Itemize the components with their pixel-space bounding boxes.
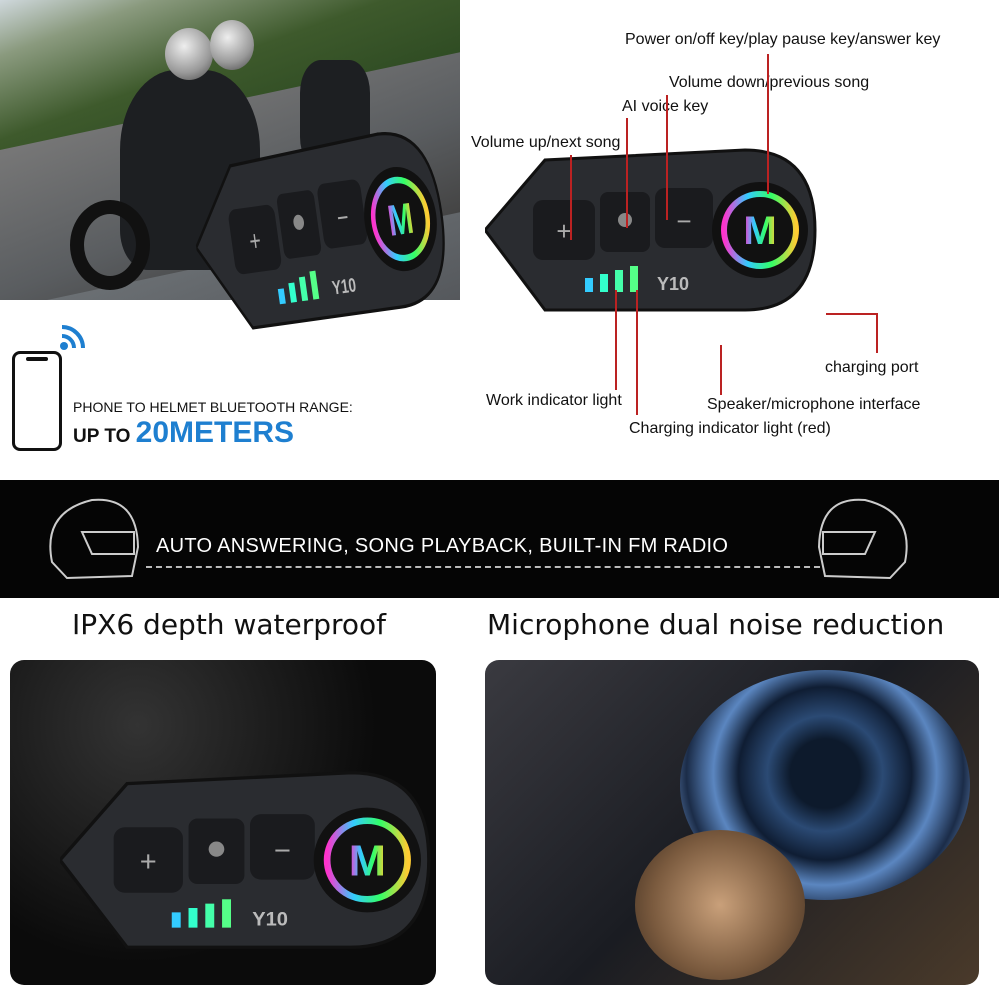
callout-work-light: Work indicator light <box>486 392 622 409</box>
minus-label: − <box>274 835 291 867</box>
helmet <box>165 28 213 80</box>
plus-label: + <box>247 225 263 258</box>
dashed-divider <box>146 566 820 568</box>
model-label: Y10 <box>331 274 358 299</box>
vol-down-button <box>250 814 315 880</box>
helmet-icon-left <box>49 498 140 580</box>
wifi-icon <box>60 325 85 350</box>
range-value: UP TO 20METERS <box>73 416 294 450</box>
mic-icon <box>208 841 225 857</box>
minus-label: − <box>335 202 351 235</box>
range-meters: 20METERS <box>135 416 295 449</box>
waterproof-image: + − Y10 M <box>10 660 436 985</box>
device-wet: + − Y10 M <box>57 740 436 980</box>
vol-up-button <box>533 200 595 260</box>
vol-down-button <box>655 188 713 248</box>
device-diagram: + − Y10 M <box>483 120 825 340</box>
logo: M <box>743 209 776 253</box>
callout-line <box>767 54 769 194</box>
callout-ai-voice: AI voice key <box>622 98 709 115</box>
banner-text: AUTO ANSWERING, SONG PLAYBACK, BUILT-IN … <box>156 535 729 557</box>
indicator-lights <box>585 266 638 292</box>
speaker-magnet <box>635 830 805 980</box>
feature-title-noise: Microphone dual noise reduction <box>487 608 945 641</box>
indicator-lights <box>277 270 320 305</box>
feature-banner <box>0 480 999 598</box>
minus-label: − <box>676 206 691 236</box>
callout-line <box>876 313 878 353</box>
wheel <box>70 200 150 290</box>
mic-icon <box>293 214 305 230</box>
callout-charging-light: Charging indicator light (red) <box>629 420 831 437</box>
device-image: + − Y10 M <box>180 93 466 366</box>
callout-volume-up: Volume up/next song <box>471 134 621 151</box>
vol-up-button <box>113 827 183 893</box>
rgb-ring <box>370 176 431 262</box>
helmet-icon-right <box>817 498 908 580</box>
callout-power: Power on/off key/play pause key/answer k… <box>625 31 941 48</box>
mic-icon <box>618 213 632 227</box>
phone-icon <box>12 351 62 451</box>
callout-line <box>720 345 722 395</box>
callout-volume-down: Volume down/previous song <box>669 74 870 91</box>
plus-label: + <box>140 846 157 878</box>
rgb-ring <box>323 817 411 903</box>
indicator-lights <box>171 899 231 928</box>
callout-line <box>570 155 572 240</box>
callout-line <box>826 313 878 315</box>
model-label: Y10 <box>252 909 288 931</box>
range-label: PHONE TO HELMET BLUETOOTH RANGE: <box>73 399 353 415</box>
callout-charging-port: charging port <box>825 359 919 376</box>
callout-line <box>626 118 628 228</box>
callout-line <box>615 290 617 390</box>
callout-speaker-mic: Speaker/microphone interface <box>707 396 921 413</box>
speaker-image <box>485 660 979 985</box>
callout-line <box>666 95 668 220</box>
logo: M <box>349 837 386 885</box>
vol-down-button <box>317 179 367 249</box>
helmet <box>210 20 254 70</box>
model-label: Y10 <box>657 274 689 294</box>
range-prefix: UP TO <box>73 426 136 447</box>
callout-line <box>636 290 638 415</box>
plus-label: + <box>556 216 571 246</box>
rgb-ring <box>721 191 799 269</box>
vol-up-button <box>228 204 282 275</box>
feature-title-waterproof: IPX6 depth waterproof <box>72 608 387 641</box>
